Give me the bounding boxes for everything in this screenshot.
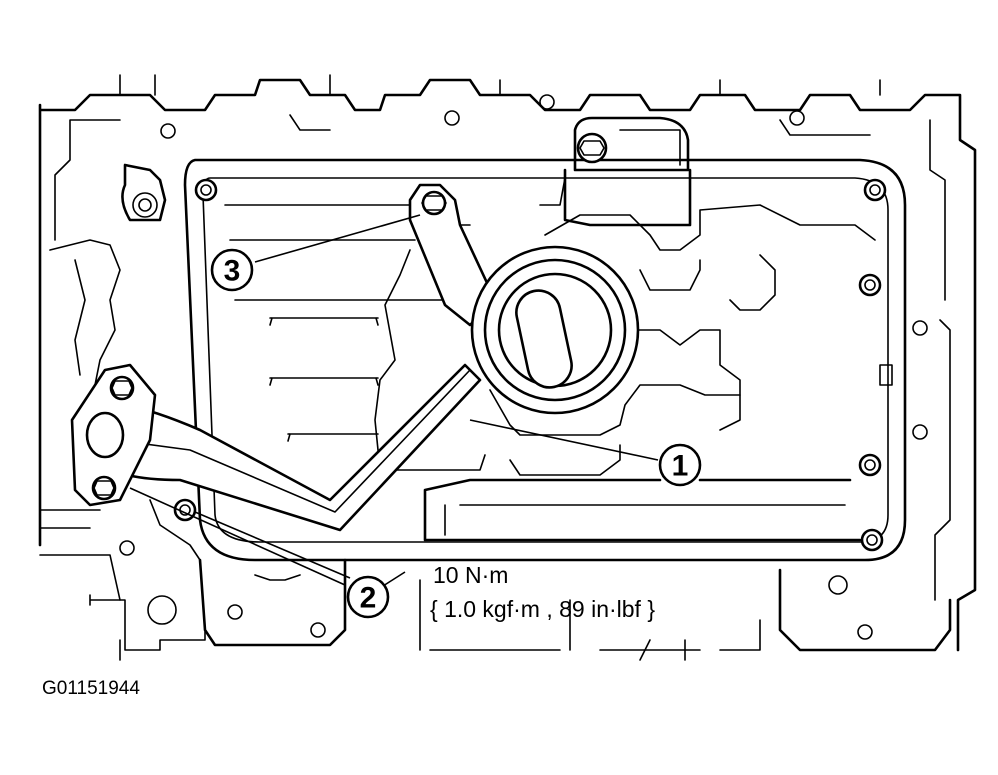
callout-number: 3 <box>224 255 241 288</box>
flange-bolt-icon <box>858 453 882 477</box>
pan-flange-bolts <box>173 178 887 552</box>
callout-number: 2 <box>360 582 377 615</box>
flange-bolt-icon <box>858 273 882 297</box>
callout-number: 1 <box>672 450 689 483</box>
left-side-structures <box>39 163 201 601</box>
callout-leaders <box>129 214 659 587</box>
callout-marker-1: 1 <box>658 443 702 487</box>
bottom-front-structure <box>89 540 952 661</box>
flange-bolt-icon <box>860 528 884 552</box>
flange-bolt-icon <box>863 178 887 202</box>
callout-marker-3: 3 <box>210 248 254 292</box>
lower-pan-section <box>423 478 862 542</box>
engine-block-outline <box>38 74 977 652</box>
torque-spec-primary: 10 N·m <box>433 562 509 588</box>
figure-id: G01151944 <box>42 678 140 699</box>
oil-strainer-assembly <box>70 183 640 532</box>
upper-boss <box>563 116 692 227</box>
callout-marker-2: 2 <box>346 575 390 619</box>
flange-bolt-icon <box>194 178 218 202</box>
torque-spec-secondary: { 1.0 kgf·m , 89 in·lbf } <box>430 596 656 622</box>
